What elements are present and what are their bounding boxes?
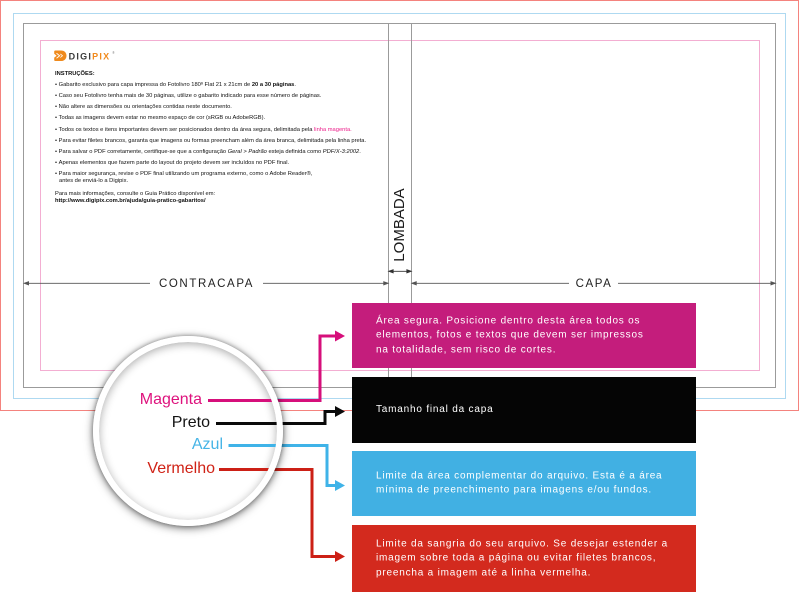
svg-text:CAPA: CAPA <box>576 278 613 290</box>
svg-text:®: ® <box>112 51 115 55</box>
svg-text:LOMBADA: LOMBADA <box>391 188 408 261</box>
svg-text:DIGIPIX: DIGIPIX <box>69 52 111 62</box>
svg-text:CONTRACAPA: CONTRACAPA <box>159 278 254 290</box>
